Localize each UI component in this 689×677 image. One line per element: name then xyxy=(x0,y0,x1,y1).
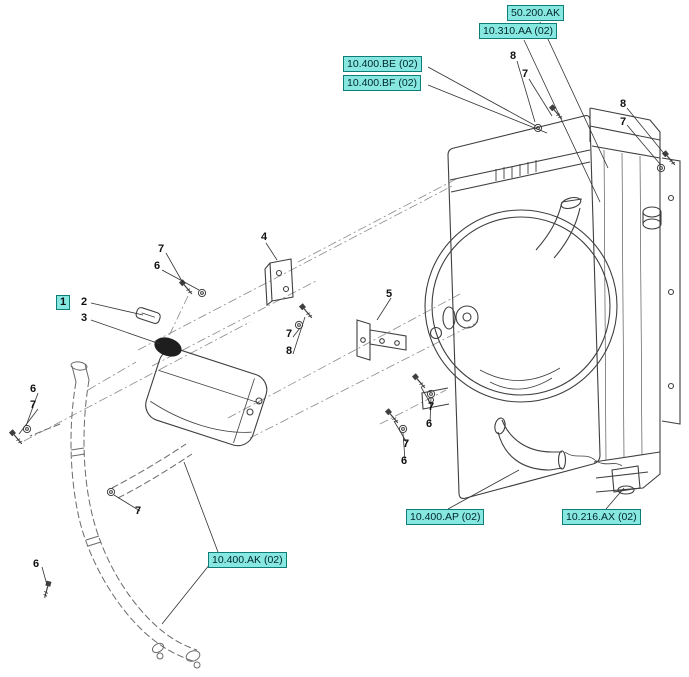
callout-7-hose: 7 xyxy=(135,505,142,517)
callout-6-reservoir: 6 xyxy=(154,260,161,272)
radiator-core xyxy=(564,107,681,495)
callout-7-shroud-2: 7 xyxy=(403,438,410,450)
bolt-icon xyxy=(548,103,565,122)
ref-label-10-400-BF[interactable]: 10.400.BF (02) xyxy=(343,75,422,91)
ref-label-10-400-AK[interactable]: 10.400.AK (02) xyxy=(208,552,287,568)
bracket-5 xyxy=(356,319,407,361)
callout-7-right: 7 xyxy=(620,116,627,128)
ref-label-10-216-AX[interactable]: 10.216.AX (02) xyxy=(562,509,641,525)
washer-icon xyxy=(197,288,207,298)
callout-6-left: 6 xyxy=(30,383,37,395)
washer-icon xyxy=(656,163,666,173)
callout-6-hose: 6 xyxy=(33,558,40,570)
callout-7-reservoir: 7 xyxy=(158,243,165,255)
cap-part-2 xyxy=(135,307,161,324)
alignment-dash-lines xyxy=(23,177,479,442)
bolt-icon xyxy=(178,278,195,297)
fan-opening-inner xyxy=(431,216,611,396)
lower-hose xyxy=(494,417,567,471)
ref-label-10-400-AP[interactable]: 10.400.AP (02) xyxy=(406,509,485,525)
ref-label-50-200-AK[interactable]: 50.200.AK xyxy=(507,5,565,21)
shroud-hatch-marks xyxy=(495,160,537,181)
bolt-icon xyxy=(411,372,428,391)
bolt-icon xyxy=(8,428,25,447)
reservoir-cap xyxy=(154,337,182,357)
callout-8-right: 8 xyxy=(620,98,627,110)
bolt-icon xyxy=(384,407,401,426)
callout-7-top: 7 xyxy=(522,68,529,80)
upper-hose xyxy=(535,196,583,259)
callout-6-shroud-1: 6 xyxy=(426,418,433,430)
ref-label-10-400-BE[interactable]: 10.400.BE (02) xyxy=(343,56,422,72)
reservoir-tank xyxy=(135,307,268,447)
ref-label-10-310-AA[interactable]: 10.310.AA (02) xyxy=(479,23,558,39)
callout-7-mid: 7 xyxy=(286,328,293,340)
hose-assembly xyxy=(29,361,201,669)
callout-7-left: 7 xyxy=(30,399,37,411)
callout-8-top: 8 xyxy=(510,50,517,62)
callout-6-shroud-2: 6 xyxy=(401,455,408,467)
fan-shroud xyxy=(421,115,618,499)
o-ring xyxy=(429,326,443,340)
bolt-icon xyxy=(298,302,315,321)
bracket-4 xyxy=(264,258,294,307)
callout-8-mid: 8 xyxy=(286,345,293,357)
callout-2-cap: 2 xyxy=(81,296,88,308)
callout-1-selected[interactable]: 1 xyxy=(56,295,71,310)
callout-7-shroud-1: 7 xyxy=(428,401,435,413)
leader-lines xyxy=(18,21,667,625)
shroud-mount-tab xyxy=(421,387,450,410)
callout-3-cap: 3 xyxy=(81,312,88,324)
washer-icon xyxy=(106,487,116,497)
fan-opening-outer xyxy=(424,209,618,403)
callout-4-bracket: 4 xyxy=(261,231,268,243)
callout-5-bracket: 5 xyxy=(386,288,393,300)
